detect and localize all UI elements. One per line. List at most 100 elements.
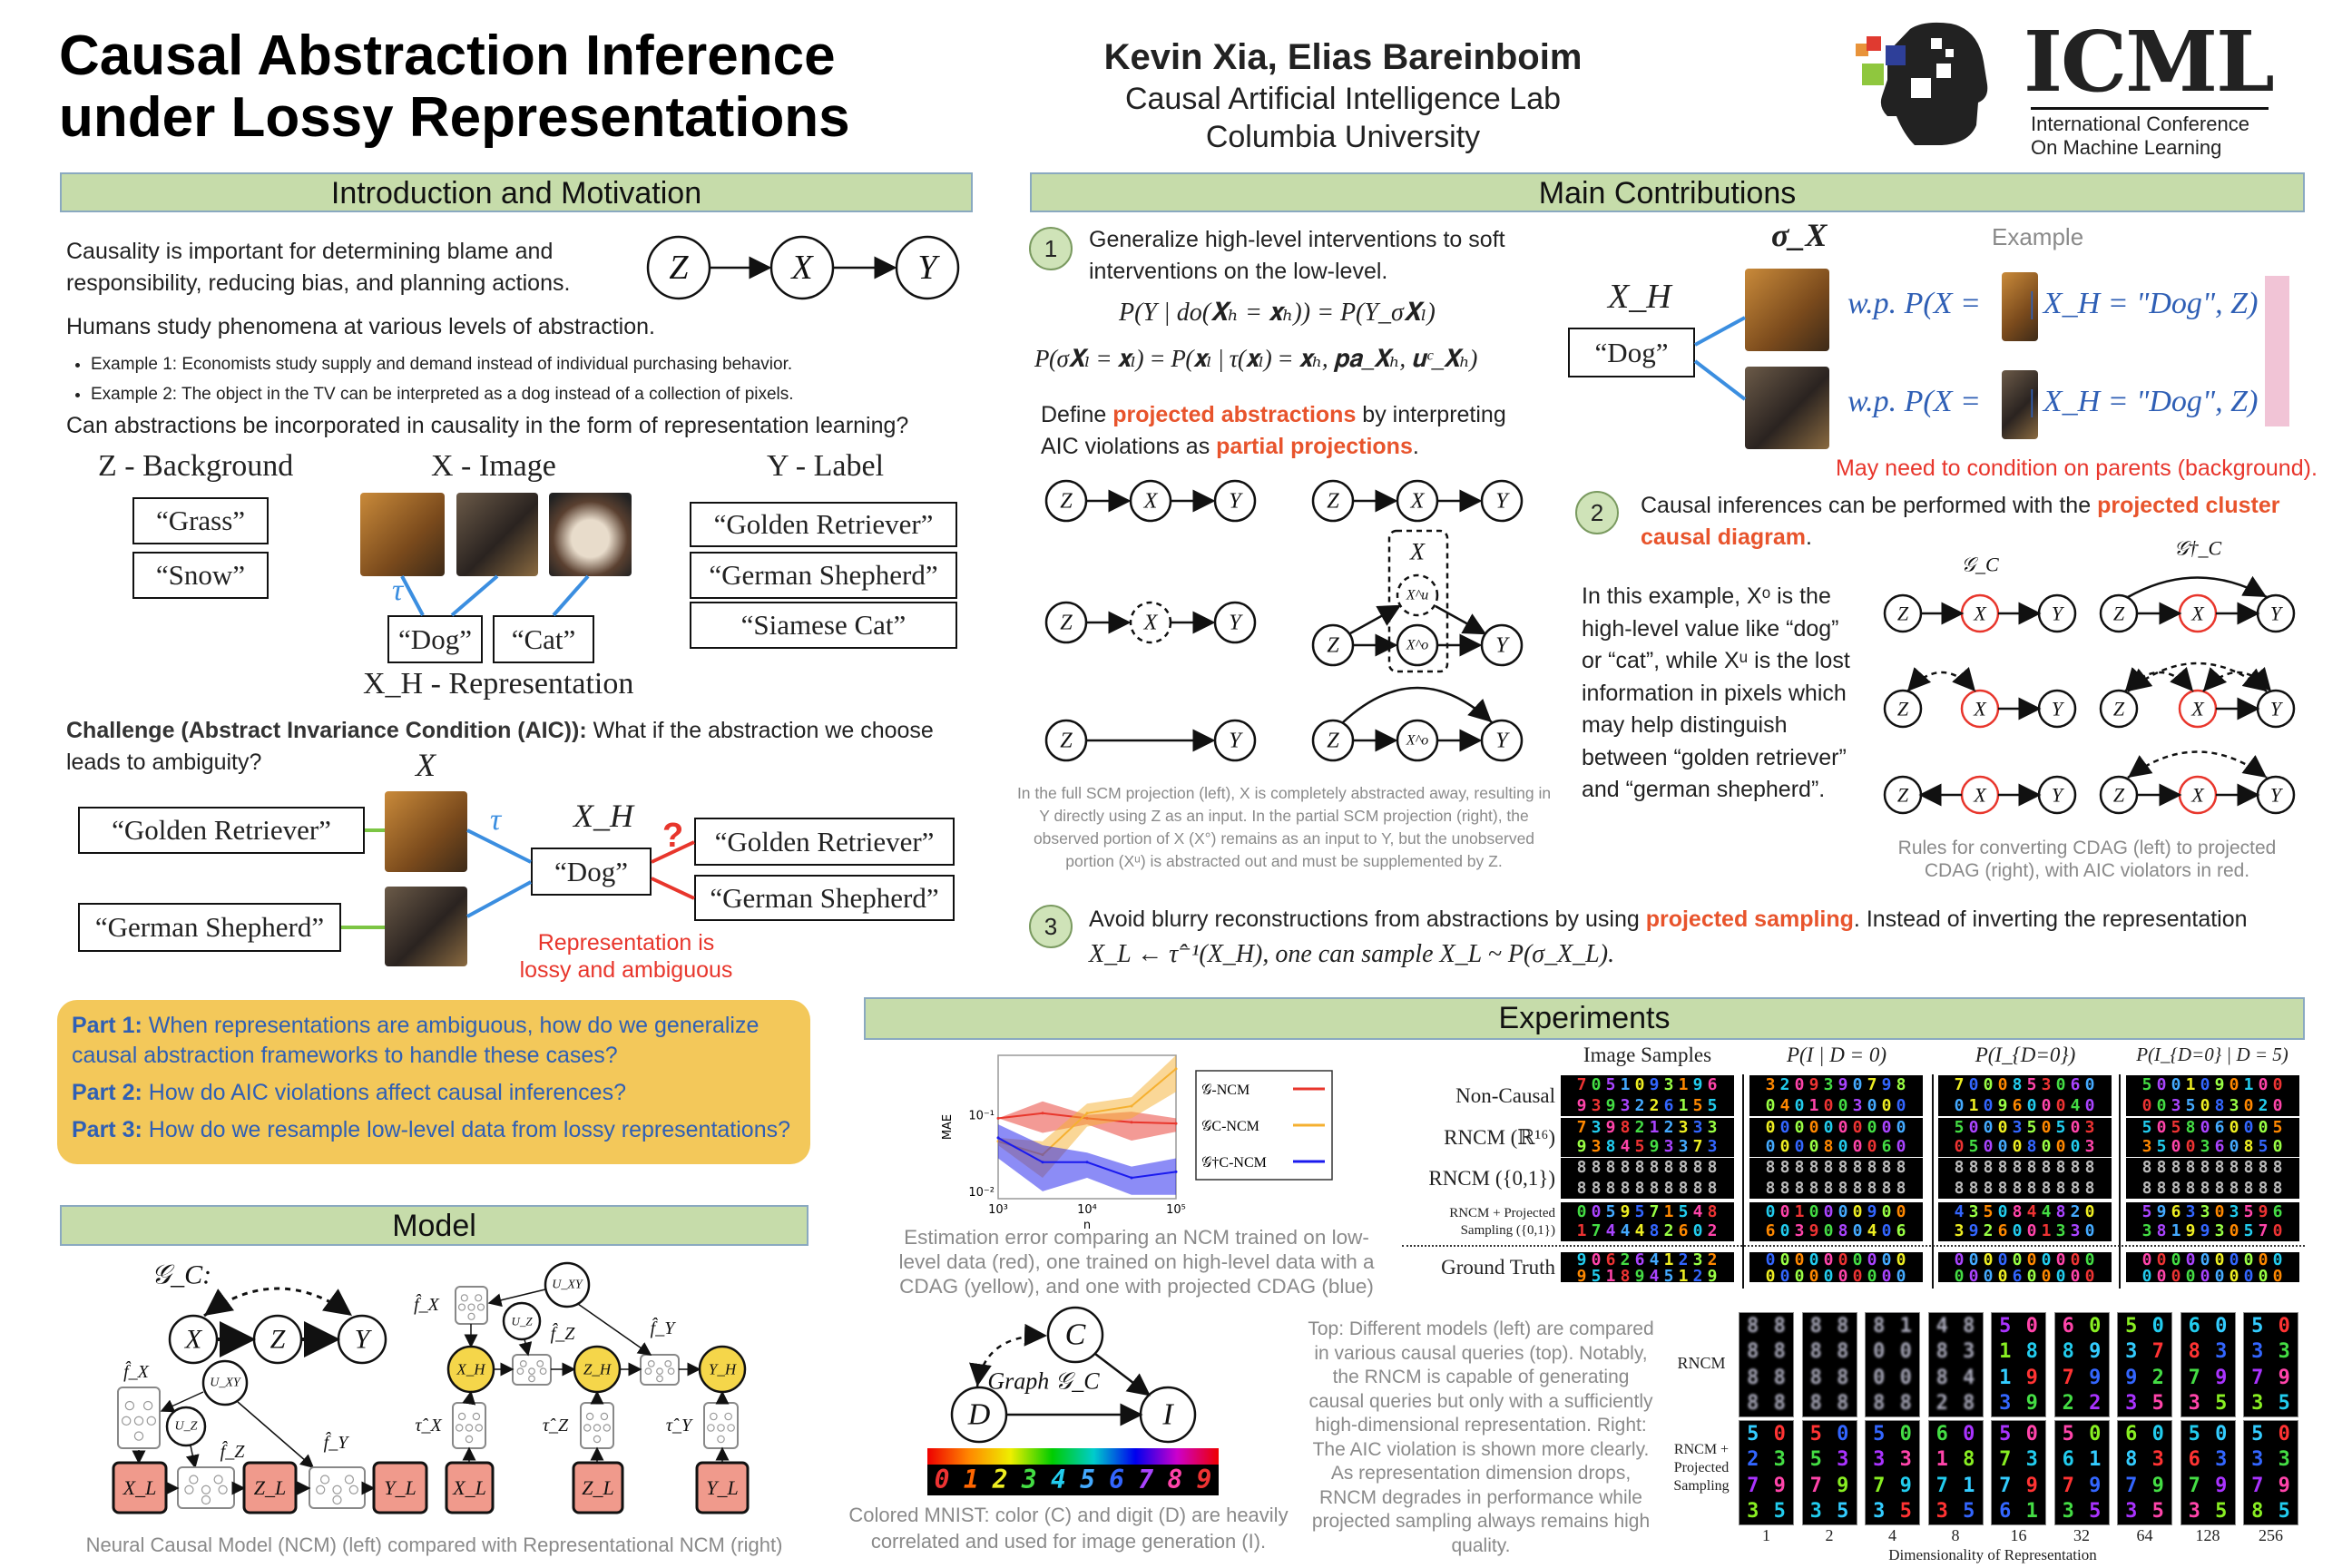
- dimension-tick-label: 1: [1762, 1526, 1770, 1544]
- node-z: [1883, 689, 1923, 729]
- node-label: Z: [270, 1325, 286, 1355]
- highlight: projected cluster causal diagram: [1641, 493, 2280, 550]
- digit-sample: 3: [1873, 1448, 1886, 1472]
- nn-unit: [457, 1303, 466, 1311]
- digit-sample: 2: [1747, 1448, 1759, 1472]
- curved-edge: [2127, 575, 2268, 599]
- lossy-note-line2: lossy and ambiguous: [519, 957, 733, 983]
- node-label: Y: [2270, 784, 2284, 807]
- digit-sample: 7: [1747, 1474, 1759, 1497]
- node-label: Y: [1495, 489, 1510, 514]
- xh-value-cat: “Cat”: [493, 615, 594, 663]
- tau-label: τ: [392, 573, 404, 607]
- z-value-grass: “Grass”: [132, 497, 269, 544]
- chart-point: [1085, 1112, 1089, 1115]
- part-text: When representations are ambiguous, how …: [72, 1013, 760, 1068]
- digit-sample: 7: [2251, 1366, 2264, 1389]
- challenge-dog: “Dog”: [531, 848, 652, 896]
- digit-sample: 8: [1873, 1314, 1886, 1338]
- colored-digit: 7: [1138, 1465, 1154, 1494]
- digit-sample: 3: [1999, 1392, 2012, 1416]
- digit-sample: 8: [1747, 1340, 1759, 1364]
- digit-sample: 0: [2151, 1422, 2164, 1446]
- digit-sample: 1: [1936, 1448, 1948, 1472]
- nn-unit: [475, 1294, 483, 1302]
- node-y: [895, 235, 960, 300]
- digit-sample: 5: [2188, 1422, 2200, 1446]
- digit-sample: 5: [2089, 1500, 2102, 1524]
- node-label: Z: [669, 249, 689, 287]
- intro-bullet: Example 2: The object in the TV can be i…: [91, 379, 794, 409]
- digit-sample: 3: [2215, 1340, 2228, 1364]
- digit-sample: 3: [1747, 1500, 1759, 1524]
- example-prob-golden: w.p. P(X = | X_H = "Dog", Z): [1847, 287, 2259, 320]
- text: . Instead of inverting the representatio…: [1853, 906, 2248, 932]
- digit-sample: 3: [2215, 1448, 2228, 1472]
- node-z: [1044, 479, 1088, 523]
- node-label: X: [184, 1325, 203, 1355]
- digit-sample: 8: [1773, 1314, 1786, 1338]
- nn-unit: [456, 1424, 464, 1432]
- neural-network-icon: [309, 1466, 366, 1509]
- digit-sample: 9: [2278, 1366, 2290, 1389]
- icml-head-icon: [1856, 22, 1988, 145]
- nn-unit: [465, 1424, 474, 1432]
- highlight: partial projections: [1216, 434, 1413, 459]
- nn-unit: [133, 1431, 144, 1441]
- connector-line: [466, 880, 532, 918]
- neural-network-icon: [452, 1402, 486, 1449]
- digit-sample: 5: [2151, 1392, 2164, 1416]
- part-3: Part 3: How do we resample low-level dat…: [72, 1115, 796, 1145]
- diagram-label: f̂_Z: [220, 1440, 246, 1462]
- node-label: Y: [2052, 603, 2065, 625]
- node-label: X: [1143, 489, 1159, 514]
- dimension-tick-label: 128: [2195, 1526, 2220, 1544]
- siamese-cat-image: [549, 493, 632, 576]
- example-xh-label: X_H: [1608, 278, 1671, 316]
- node-label: Z: [2113, 603, 2125, 625]
- neural-network-icon: [455, 1286, 488, 1325]
- intro-bullets: Example 1: Economists study supply and d…: [91, 349, 794, 409]
- text: Avoid blurry reconstructions from abstra…: [1089, 906, 1646, 932]
- connector-line: [1693, 359, 1747, 401]
- part-label: Part 3:: [72, 1117, 142, 1142]
- neural-network-icon: [580, 1402, 614, 1449]
- digit-sample: 8: [1809, 1340, 1822, 1364]
- curved-edge: [2124, 666, 2194, 692]
- node-label: U_Z: [511, 1315, 533, 1328]
- arrow-edge: [1435, 604, 1487, 635]
- nn-unit: [536, 1359, 544, 1367]
- node-label: X: [2190, 603, 2205, 625]
- digit-sample: 5: [2278, 1392, 2290, 1416]
- arrow-edge: [1349, 604, 1402, 635]
- digit-sample: 2: [2089, 1392, 2102, 1416]
- node-label: Z_H: [583, 1361, 612, 1378]
- digit-sample: 3: [2025, 1448, 2038, 1472]
- nn-unit: [519, 1359, 527, 1367]
- dim-xlabel: Dimensionality of Representation: [1888, 1546, 2097, 1563]
- curved-edge: [2127, 662, 2268, 692]
- define-line1: Define projected abstractions by interpr…: [1041, 399, 1506, 431]
- nn-unit: [528, 1375, 535, 1383]
- node-uxy: [544, 1261, 591, 1308]
- nn-unit: [603, 1424, 612, 1432]
- chart-point: [1174, 1067, 1178, 1071]
- dim-row-label-rncm: RNCM: [1677, 1354, 1726, 1372]
- digit-sample: 8: [2062, 1340, 2074, 1364]
- nn-unit: [593, 1424, 602, 1432]
